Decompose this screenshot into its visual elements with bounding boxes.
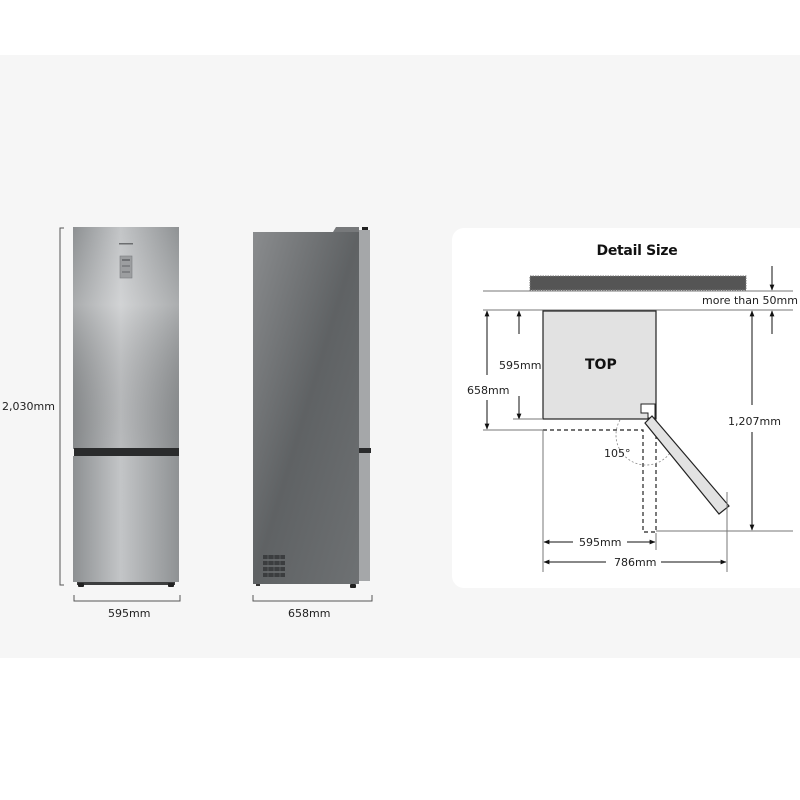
top-label: TOP [585, 357, 617, 373]
front-width-label: 595mm [108, 607, 151, 620]
open-door [644, 415, 730, 515]
front-view-fridge [59, 227, 181, 602]
front-height-label: 2,030mm [2, 400, 55, 413]
wall-block [529, 275, 747, 291]
clearance-label: more than 50mm [702, 294, 798, 307]
side-view-fridge [252, 227, 373, 602]
detail-size-title: Detail Size [596, 243, 678, 259]
door-open-depth-label: 1,207mm [728, 415, 781, 428]
side-depth-label: 658mm [288, 607, 331, 620]
width-label: 595mm [579, 536, 622, 549]
body-depth-label: 595mm [499, 359, 542, 372]
angle-label: 105° [604, 447, 631, 460]
total-depth-label: 658mm [467, 384, 510, 397]
open-width-label: 786mm [614, 556, 657, 569]
fridge-top-outline [542, 310, 657, 420]
